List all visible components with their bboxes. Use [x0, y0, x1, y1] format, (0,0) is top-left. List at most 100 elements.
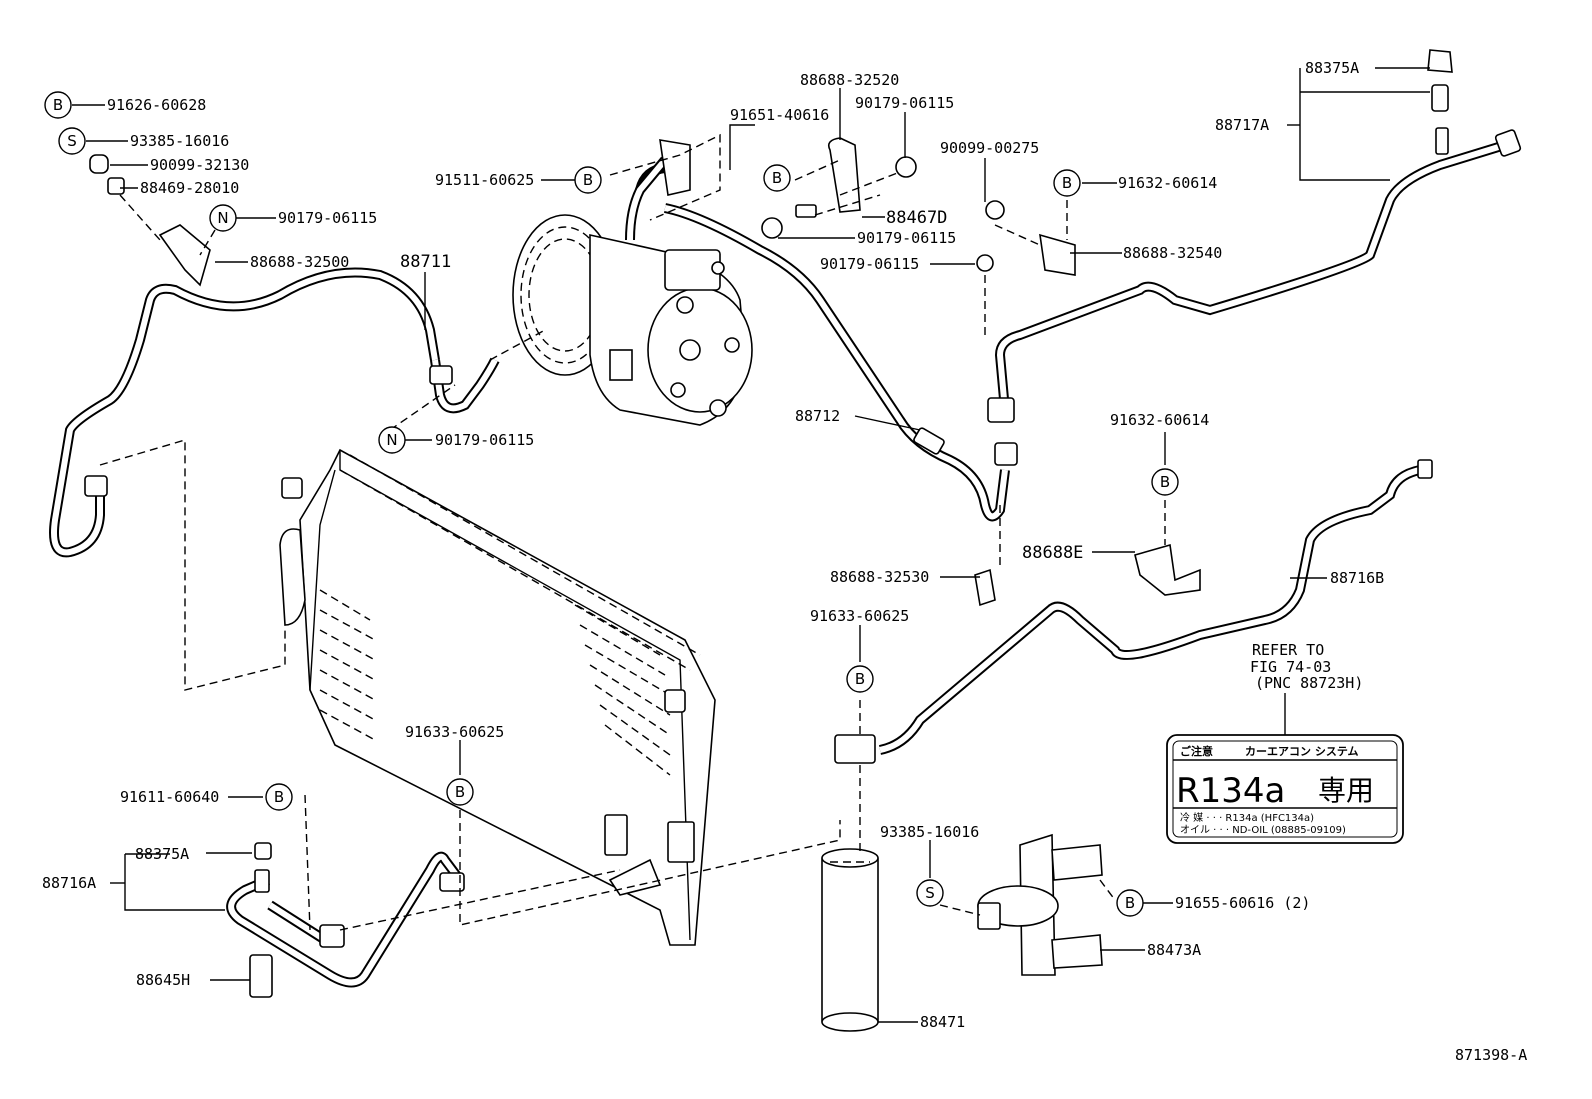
pipe-end-icon	[1494, 129, 1522, 157]
plate-row2: オイル · · · ND-OIL (08885-09109)	[1180, 824, 1346, 836]
callout-88688-32530: 88688-32530	[830, 568, 929, 586]
plate-system: カーエアコン システム	[1245, 745, 1359, 758]
callout-88469-28010: 88469-28010	[140, 179, 239, 197]
compressor-connector-icon	[609, 349, 633, 381]
callout-88688-32540: 88688-32540	[1123, 244, 1222, 262]
callout-88716A: 88716A	[42, 874, 96, 892]
marker-b-5: B	[1151, 468, 1179, 496]
svg-text:B: B	[583, 171, 593, 189]
pipe-joint-icon	[319, 924, 345, 948]
pipe-joint-icon	[987, 397, 1015, 423]
bracket-icon	[1134, 543, 1201, 596]
marker-b-8: B	[265, 783, 293, 811]
callout-91632-60614: 91632-60614	[1118, 174, 1217, 192]
svg-text:B: B	[274, 788, 284, 806]
callout-91632-60614: 91632-60614	[1110, 411, 1209, 429]
service-valve-icon	[1435, 127, 1449, 155]
svg-text:B: B	[1125, 894, 1135, 912]
valve-icon	[1431, 84, 1449, 112]
callout-88688E: 88688E	[1022, 543, 1083, 563]
callout-88712: 88712	[795, 407, 840, 425]
callout-91655-60616: 91655-60616 (2)	[1175, 894, 1310, 912]
callout-93385-16016: 93385-16016	[880, 823, 979, 841]
callout-90179-06115: 90179-06115	[855, 94, 954, 112]
refrigerant-label-plate: ご注意 カーエアコン システム R134a 専用 冷 媒 · · · R134a…	[1166, 734, 1404, 844]
callout-88645H: 88645H	[136, 971, 190, 989]
marker-b-9: B	[1116, 889, 1144, 917]
hose-crimp-icon	[913, 427, 945, 455]
plate-row1: 冷 媒 · · · R134a (HFC134a)	[1180, 811, 1314, 824]
refer-note-line1: REFER TO	[1252, 641, 1324, 659]
pipe-88716B	[878, 459, 1433, 755]
service-valve-icon	[254, 869, 270, 893]
callout-93385-16016: 93385-16016	[130, 132, 229, 150]
valve-cap-icon	[1427, 49, 1453, 73]
svg-text:B: B	[1062, 174, 1072, 192]
marker-b-3: B	[763, 164, 791, 192]
callout-88688-32520: 88688-32520	[800, 71, 899, 89]
pipe-joint-icon	[834, 734, 876, 764]
svg-text:B: B	[455, 783, 465, 801]
svg-text:B: B	[53, 96, 63, 114]
marker-b-2: B	[574, 166, 602, 194]
pipe-end-icon	[1417, 459, 1433, 479]
nut-icon	[976, 254, 994, 272]
svg-text:N: N	[217, 209, 228, 227]
o-ring-icon	[89, 154, 109, 174]
hose-88711	[49, 267, 500, 558]
refer-note-line3: (PNC 88723H)	[1255, 674, 1363, 692]
valve-cap-icon	[254, 842, 272, 860]
clamp-icon	[1039, 233, 1076, 276]
pressure-switch-icon	[249, 954, 273, 998]
nut-icon	[895, 156, 917, 178]
clamp-icon	[974, 568, 996, 607]
callout-88717A: 88717A	[1215, 116, 1269, 134]
callout-88471: 88471	[920, 1013, 965, 1031]
bolt-icon	[985, 200, 1005, 220]
callout-91611-60640: 91611-60640	[120, 788, 219, 806]
assembly-guides	[99, 133, 1166, 931]
callout-88467D: 88467D	[886, 208, 947, 228]
pipe-88717A	[987, 129, 1522, 423]
leader-lines	[72, 67, 1430, 1023]
clamp-icon	[659, 139, 691, 196]
marker-n-1: N	[209, 204, 237, 232]
svg-text:B: B	[1160, 473, 1170, 491]
callout-88375A: 88375A	[1305, 59, 1359, 77]
compressor-icon	[512, 214, 753, 426]
pipe-joint-icon	[994, 442, 1018, 466]
callout-91626-60628: 91626-60628	[107, 96, 206, 114]
receiver-dryer-icon	[821, 848, 879, 1032]
clamp-icon	[158, 224, 211, 287]
condenser-icon	[279, 448, 716, 946]
callout-88473A: 88473A	[1147, 941, 1201, 959]
pipe-88716A	[226, 851, 465, 988]
callout-90179-06115: 90179-06115	[820, 255, 919, 273]
callout-90179-06115: 90179-06115	[857, 229, 956, 247]
svg-text:S: S	[67, 132, 77, 150]
callout-90099-32130: 90099-32130	[150, 156, 249, 174]
marker-b-1: B	[44, 91, 72, 119]
callout-88711: 88711	[400, 252, 451, 272]
callout-91633-60625: 91633-60625	[405, 723, 504, 741]
callout-88375A: 88375A	[135, 845, 189, 863]
marker-s-2: S	[916, 879, 944, 907]
marker-s-1: S	[58, 127, 86, 155]
valve-icon	[107, 177, 125, 195]
callout-90179-06115: 90179-06115	[278, 209, 377, 227]
figure-id: 871398-A	[1455, 1046, 1527, 1064]
marker-n-2: N	[378, 426, 406, 454]
hose-crimp-icon	[429, 365, 453, 385]
callout-91651-40616: 91651-40616	[730, 106, 829, 124]
callout-88688-32500: 88688-32500	[250, 253, 349, 271]
svg-text:B: B	[772, 169, 782, 187]
plate-exclusive: 専用	[1318, 774, 1374, 807]
callout-88716B: 88716B	[1330, 569, 1384, 587]
refer-note-line2: FIG 74-03	[1250, 658, 1331, 676]
plate-refrigerant: R134a	[1176, 771, 1285, 811]
nut-icon	[761, 217, 783, 239]
clamp-icon	[827, 137, 861, 213]
svg-text:B: B	[855, 670, 865, 688]
bolt-icon	[795, 204, 817, 218]
